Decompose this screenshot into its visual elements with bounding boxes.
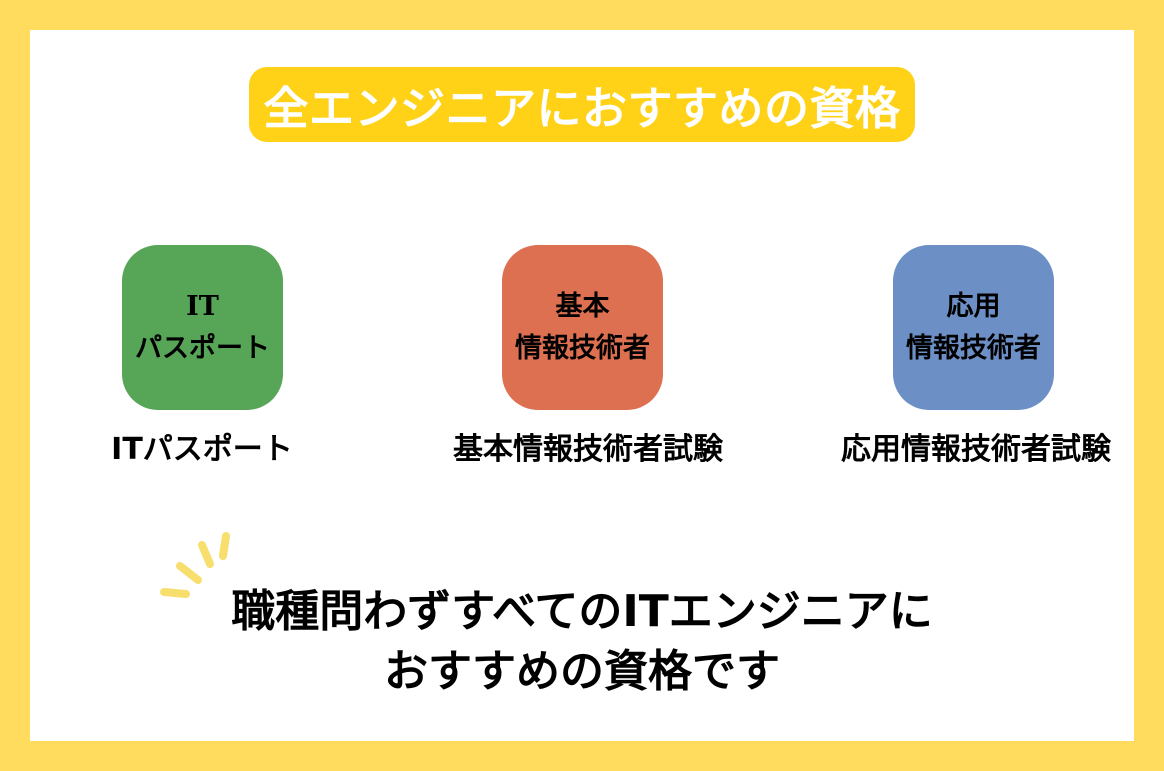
footer-line-1: 職種問わずすべてのITエンジニアに xyxy=(231,586,933,637)
footer-line-2: おすすめの資格です xyxy=(384,645,780,697)
badge-applied-it-engineer: 応用 情報技術者 xyxy=(893,245,1054,410)
footer-message: 職種問わずすべてのITエンジニアに おすすめの資格です xyxy=(30,582,1134,702)
badge-it-passport-text: IT パスポート xyxy=(135,286,270,370)
badge-line: 情報技術者 xyxy=(906,332,1041,364)
badge-line: IT xyxy=(186,290,219,322)
sparkle-emphasis-icon xyxy=(160,532,230,598)
badge-fundamental-it-engineer: 基本 情報技術者 xyxy=(502,245,663,410)
label-fundamental-it-engineer: 基本情報技術者試験 xyxy=(453,432,723,467)
label-applied-it-engineer: 応用情報技術者試験 xyxy=(841,432,1111,467)
badge-it-passport: IT パスポート xyxy=(122,245,283,410)
badge-line: 情報技術者 xyxy=(515,332,650,364)
title-banner-text: 全エンジニアにおすすめの資格 xyxy=(263,82,901,135)
badge-line: パスポート xyxy=(135,332,270,364)
label-it-passport: ITパスポート xyxy=(111,432,293,467)
badge-fundamental-it-engineer-text: 基本 情報技術者 xyxy=(515,286,650,370)
badge-line: 応用 xyxy=(946,290,1001,322)
badge-line: 基本 xyxy=(555,290,610,322)
badge-applied-it-engineer-text: 応用 情報技術者 xyxy=(906,286,1041,370)
content-card: 全エンジニアにおすすめの資格 IT パスポート 基本 情報技術者 応用 情報技術… xyxy=(30,30,1134,741)
title-banner: 全エンジニアにおすすめの資格 xyxy=(249,67,915,142)
